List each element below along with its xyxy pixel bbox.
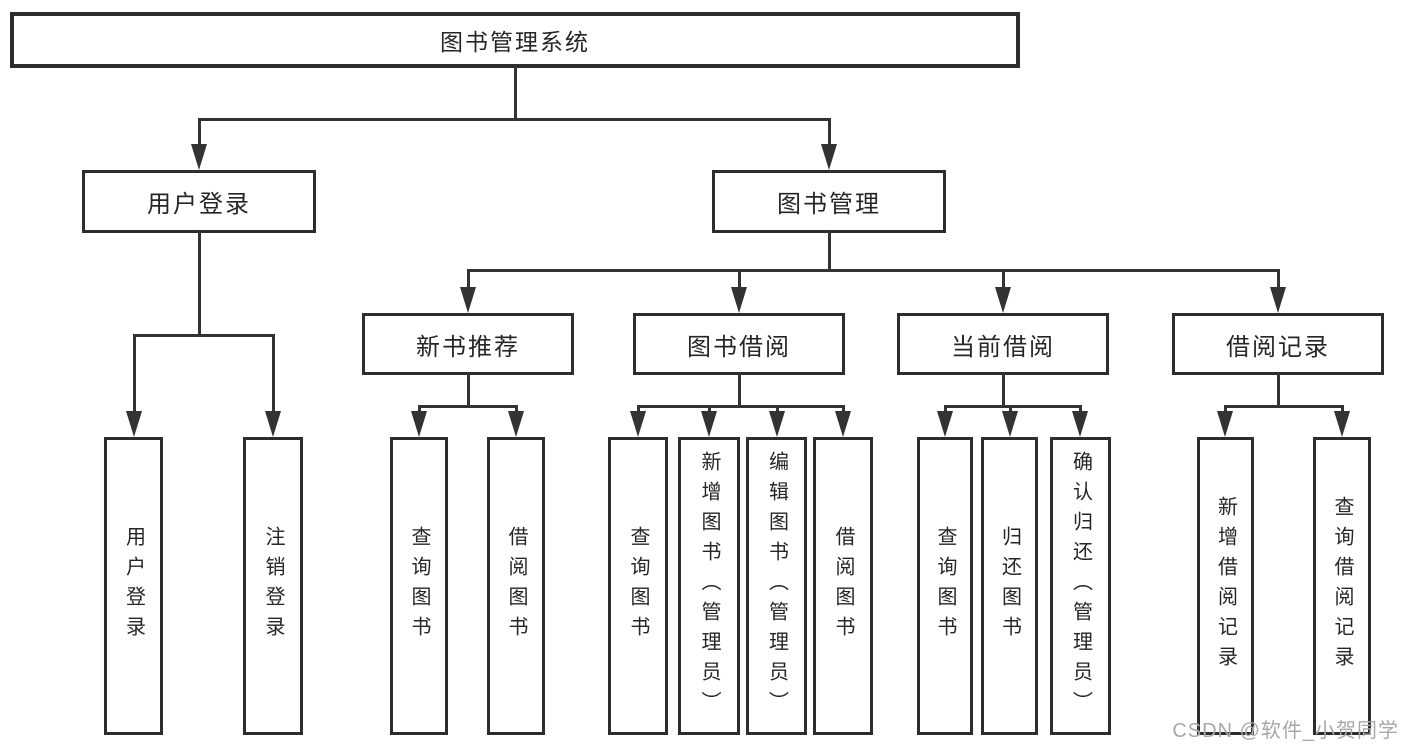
connector-line <box>467 373 470 408</box>
arrowhead-icon <box>1072 411 1088 437</box>
leaf-label: 新增借阅记录 <box>1214 496 1237 676</box>
leaf-label: 借阅图书 <box>505 526 527 646</box>
arrowhead-icon <box>630 411 646 437</box>
connector-line <box>944 405 1082 408</box>
arrowhead-icon <box>835 411 851 437</box>
connector-line <box>776 405 779 415</box>
leaf-user-login: 用户登录 <box>104 437 163 735</box>
connector-line <box>1277 373 1280 408</box>
leaf-edit-books-admin: 编辑图书（管理员） <box>746 437 807 735</box>
leaf-label: 新增图书（管理员） <box>698 451 720 721</box>
connector-line <box>1002 373 1005 408</box>
leaf-label: 编辑图书（管理员） <box>765 451 788 721</box>
connector-line <box>198 118 831 121</box>
leaf-label: 查询借阅记录 <box>1331 496 1353 676</box>
arrowhead-icon <box>937 411 953 437</box>
arrowhead-icon <box>1270 287 1286 313</box>
arrowhead-icon <box>265 411 281 437</box>
arrowhead-icon <box>701 411 717 437</box>
arrowhead-icon <box>769 411 785 437</box>
connector-line <box>272 334 275 414</box>
connector-line <box>1079 405 1082 415</box>
node-book-borrowing: 图书借阅 <box>633 313 845 375</box>
arrowhead-icon <box>731 287 747 313</box>
leaf-label: 确认归还（管理员） <box>1069 451 1092 721</box>
connector-line <box>1224 405 1344 408</box>
connector-line <box>738 269 741 291</box>
leaf-return-books: 归还图书 <box>981 437 1038 735</box>
connector-line <box>828 118 831 148</box>
connector-line <box>133 334 275 337</box>
leaf-label: 用户登录 <box>122 526 145 646</box>
connector-line <box>738 373 741 408</box>
node-user-login-branch: 用户登录 <box>82 170 316 233</box>
leaf-borrow-books: 借阅图书 <box>813 437 873 735</box>
connector-line <box>637 405 640 415</box>
node-book-management-branch: 图书管理 <box>712 170 946 233</box>
arrowhead-icon <box>821 144 837 170</box>
connector-line <box>1341 405 1344 415</box>
connector-line <box>828 231 831 272</box>
connector-line <box>842 405 845 415</box>
connector-line <box>133 334 136 414</box>
leaf-logout: 注销登录 <box>243 437 303 735</box>
connector-line <box>514 66 517 120</box>
connector-line <box>1277 269 1280 291</box>
connector-line <box>467 269 1280 272</box>
connector-line <box>467 269 470 291</box>
leaf-label: 借阅图书 <box>832 526 854 646</box>
connector-line <box>198 231 201 337</box>
connector-line <box>515 405 518 415</box>
node-new-book-recommendation: 新书推荐 <box>362 313 574 375</box>
connector-line <box>418 405 421 415</box>
leaf-label: 查询图书 <box>408 526 430 646</box>
leaf-query-borrow-record: 查询借阅记录 <box>1313 437 1371 735</box>
arrowhead-icon <box>1002 411 1018 437</box>
csdn-watermark: CSDN @软件_小贺同学 <box>1172 720 1399 742</box>
arrowhead-icon <box>1217 411 1233 437</box>
node-current-borrowing: 当前借阅 <box>897 313 1109 375</box>
leaf-query-books-recommend: 查询图书 <box>390 437 448 735</box>
leaf-confirm-return-admin: 确认归还（管理员） <box>1050 437 1111 735</box>
arrowhead-icon <box>191 144 207 170</box>
leaf-query-books-borrow: 查询图书 <box>608 437 668 735</box>
arrowhead-icon <box>411 411 427 437</box>
leaf-label: 查询图书 <box>627 526 649 646</box>
leaf-add-borrow-record: 新增借阅记录 <box>1197 437 1254 735</box>
leaf-query-books-current: 查询图书 <box>917 437 973 735</box>
connector-line <box>944 405 947 415</box>
arrowhead-icon <box>1334 411 1350 437</box>
leaf-label: 归还图书 <box>998 526 1021 646</box>
arrowhead-icon <box>126 411 142 437</box>
connector-line <box>198 118 201 148</box>
connector-line <box>637 405 845 408</box>
leaf-label: 查询图书 <box>934 526 956 646</box>
connector-line <box>1224 405 1227 415</box>
connector-line <box>708 405 711 415</box>
leaf-add-books-admin: 新增图书（管理员） <box>678 437 740 735</box>
connector-line <box>1009 405 1012 415</box>
arrowhead-icon <box>508 411 524 437</box>
connector-line <box>418 405 518 408</box>
node-library-management-system: 图书管理系统 <box>10 12 1020 68</box>
leaf-borrow-books-recommend: 借阅图书 <box>487 437 545 735</box>
node-borrowing-records: 借阅记录 <box>1172 313 1384 375</box>
arrowhead-icon <box>995 287 1011 313</box>
connector-line <box>1002 269 1005 291</box>
leaf-label: 注销登录 <box>262 526 284 646</box>
arrowhead-icon <box>460 287 476 313</box>
